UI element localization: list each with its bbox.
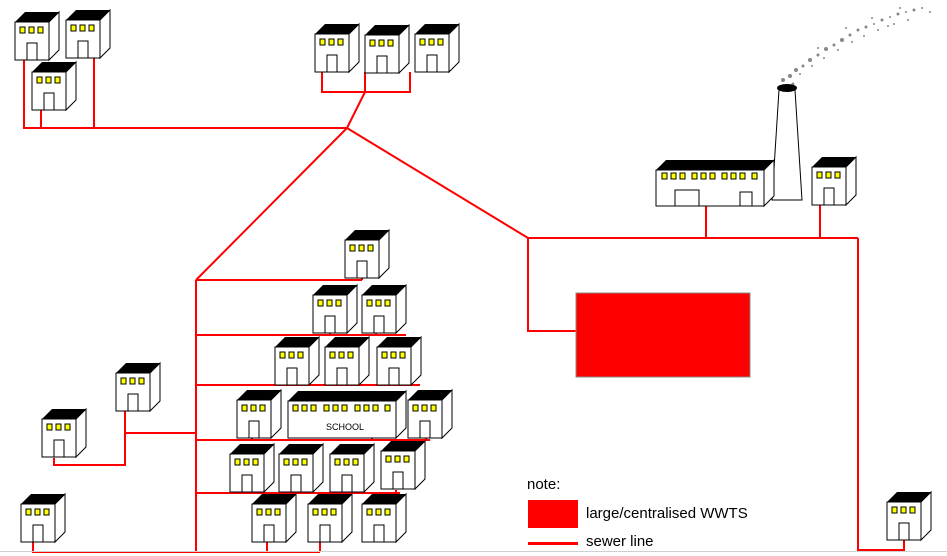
house-icon (251, 493, 297, 543)
sewer-lines (23, 58, 905, 553)
treatment-plant (575, 292, 751, 378)
school-building: SCHOOL (287, 389, 407, 440)
house-icon (329, 443, 375, 493)
house-icon (364, 24, 410, 74)
house-icon (274, 336, 320, 386)
legend-sewer-label: sewer line (586, 533, 654, 550)
house-icon (278, 443, 324, 493)
house-icon (324, 336, 370, 386)
factory-chimney (771, 84, 803, 201)
house-icon (886, 491, 932, 541)
house-icon (312, 284, 358, 334)
house-icon (14, 11, 60, 61)
legend-wwts-label: large/centralised WWTS (586, 505, 748, 522)
house-icon (361, 493, 407, 543)
school-label: SCHOOL (326, 422, 364, 432)
house-icon (407, 389, 453, 439)
house-icon (115, 362, 161, 412)
house-icon (811, 156, 857, 206)
bottom-divider (0, 551, 947, 552)
house-icon (236, 389, 282, 439)
factory-building (655, 158, 775, 208)
house-icon (314, 23, 360, 73)
house-icon (20, 493, 66, 543)
house-icon (414, 23, 460, 73)
house-icon (41, 408, 87, 458)
house-icon (361, 284, 407, 334)
legend-sewer-swatch (528, 542, 578, 545)
house-icon (380, 440, 426, 490)
legend-wwts-swatch (528, 500, 578, 528)
smoke-icon (781, 7, 931, 86)
house-icon (376, 336, 422, 386)
house-icon (229, 443, 275, 493)
house-icon (344, 229, 390, 279)
house-icon (307, 493, 353, 543)
house-icon (31, 61, 77, 111)
house-icon (65, 9, 111, 59)
legend-title: note: (527, 476, 561, 493)
